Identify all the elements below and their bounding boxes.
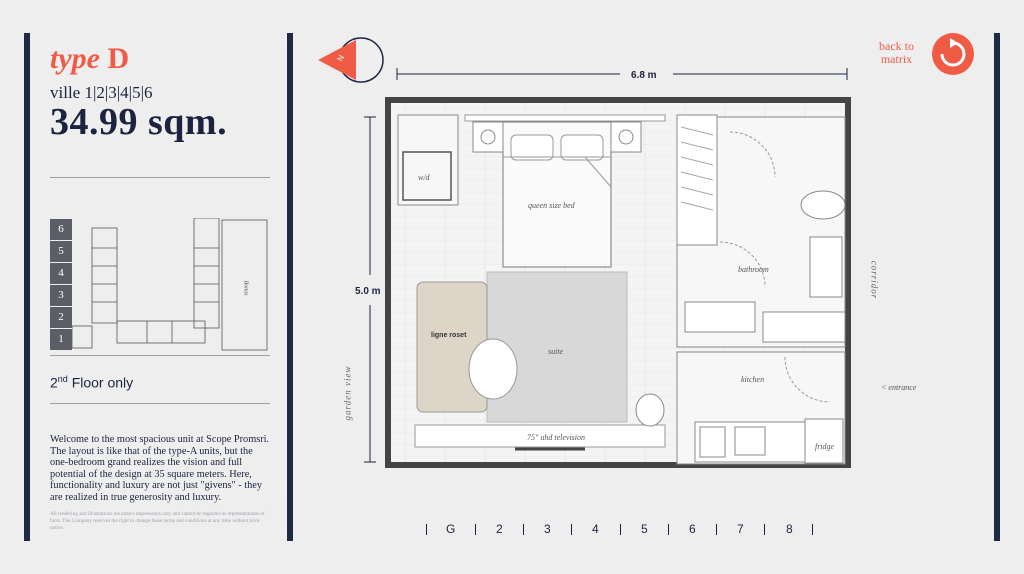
floor-nav-8[interactable]: 8 <box>786 522 793 536</box>
height-dimension-line <box>364 116 376 463</box>
floor-nav-sep <box>812 524 813 535</box>
floor-box-4[interactable]: 4 <box>50 263 72 285</box>
suite-label: suite <box>548 347 564 356</box>
right-frame-bar <box>994 33 1000 541</box>
floor-box-1[interactable]: 1 <box>50 329 72 351</box>
floor-nav-g[interactable]: G <box>446 522 456 536</box>
wd-label: w/d <box>418 173 430 182</box>
compass-north-label: N <box>335 53 346 63</box>
back-to-matrix-link[interactable]: back to matrix <box>879 40 914 66</box>
floor-nav-5[interactable]: 5 <box>641 522 648 536</box>
divider-line-bottom <box>50 403 270 404</box>
floor-nav-6[interactable]: 6 <box>689 522 696 536</box>
back-line2: matrix <box>880 52 913 66</box>
floor-note-number: 2 <box>50 374 58 391</box>
refresh-icon[interactable] <box>932 33 974 75</box>
width-dimension-label: 6.8 m <box>631 70 657 81</box>
back-line1: back to <box>879 39 914 53</box>
floor-nav-3[interactable]: 3 <box>544 522 551 536</box>
floor-box-2[interactable]: 2 <box>50 307 72 329</box>
floor-box-6[interactable]: 6 <box>50 219 72 241</box>
unit-type-word: type <box>50 42 100 75</box>
height-dimension-label: 5.0 m <box>355 286 381 297</box>
divider-line-top <box>50 177 270 178</box>
legal-disclaimer: All rendering and illustrations are arti… <box>50 511 265 531</box>
floor-box-3[interactable]: 3 <box>50 285 72 307</box>
refresh-icon-glyph <box>940 38 966 67</box>
divider-line-mid <box>50 355 270 356</box>
floor-navigation: G 2 3 4 5 6 7 8 <box>420 522 830 538</box>
unit-area: 34.99 sqm. <box>50 101 228 143</box>
divider-bar <box>287 33 293 541</box>
floor-nav-7[interactable]: 7 <box>737 522 744 536</box>
bed-label: queen size bed <box>528 201 575 210</box>
floor-nav-sep <box>716 524 717 535</box>
fridge-label: fridge <box>815 442 835 451</box>
corridor-label: corridor <box>869 260 880 300</box>
tv-label: 75" uhd television <box>527 433 586 442</box>
left-frame-bar <box>24 33 30 541</box>
unit-description: Welcome to the most spacious unit at Sco… <box>50 434 270 503</box>
bathroom-label: bathroom <box>738 265 769 274</box>
floor-box-5[interactable]: 5 <box>50 241 72 263</box>
unit-type-letter: D <box>107 42 130 75</box>
floor-note-text: Floor only <box>67 374 134 391</box>
floor-nav-sep <box>571 524 572 535</box>
floor-nav-sep <box>620 524 621 535</box>
floor-nav-sep <box>426 524 427 535</box>
floor-nav-sep <box>764 524 765 535</box>
kitchen-label: kitchen <box>741 375 765 384</box>
entrance-label: < entrance <box>881 383 917 392</box>
unit-type-title: type D <box>50 42 129 76</box>
compass-icon: N <box>318 37 384 83</box>
brand-label: ligne roset <box>431 332 467 339</box>
ville-list: ville 1|2|3|4|5|6 <box>50 83 153 102</box>
building-outline-drawing <box>72 218 268 351</box>
floor-nav-4[interactable]: 4 <box>592 522 599 536</box>
floor-plan <box>385 97 851 468</box>
floor-nav-sep <box>523 524 524 535</box>
floor-nav-2[interactable]: 2 <box>496 522 503 536</box>
floor-nav-sep <box>668 524 669 535</box>
floor-note-suffix: nd <box>57 374 68 384</box>
floor-note: 2nd Floor only <box>50 374 133 391</box>
building-vertical-label: Bonus <box>242 280 249 296</box>
width-dimension-line <box>396 68 848 80</box>
garden-view-label: garden view <box>342 365 353 421</box>
floor-nav-sep <box>475 524 476 535</box>
